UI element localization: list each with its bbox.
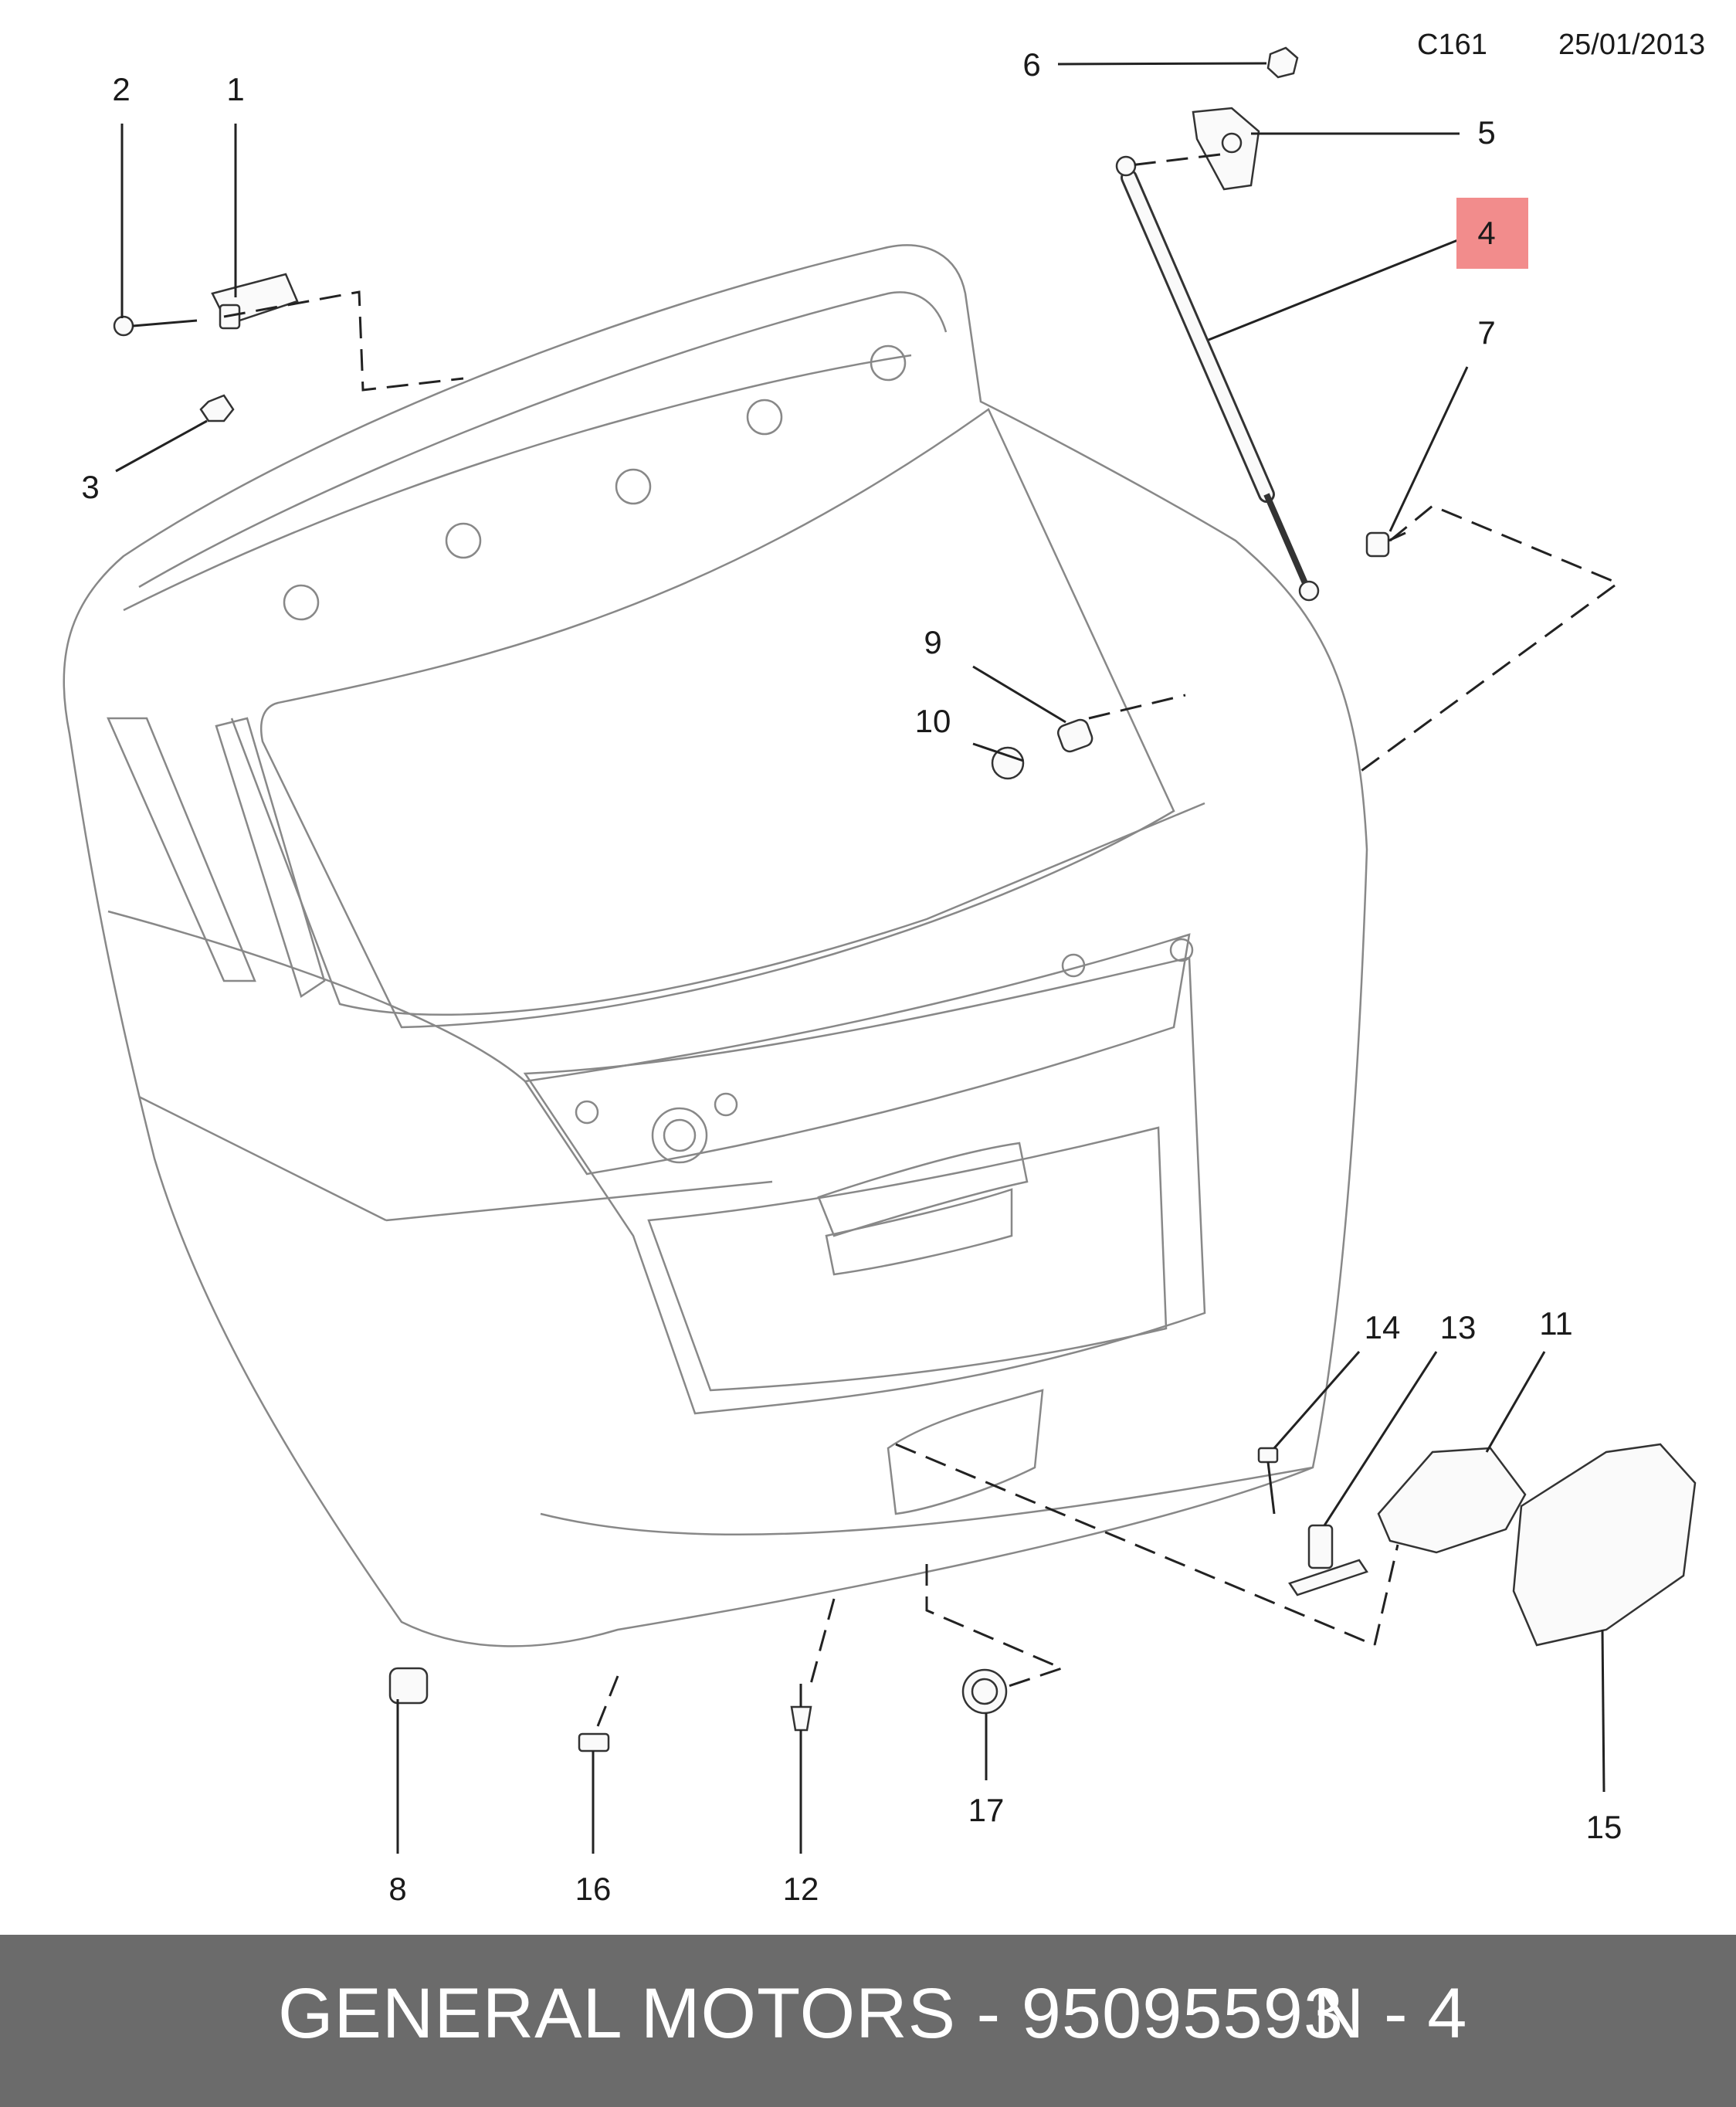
callout-16: 16 (575, 1871, 612, 1907)
callout-8: 8 (388, 1871, 406, 1907)
latch-bolt-part (1257, 1447, 1279, 1515)
callout-labels: 1 2 3 4 5 6 7 8 9 10 11 12 13 14 15 16 1… (81, 46, 1622, 1907)
callout-12: 12 (783, 1871, 819, 1907)
grommet-part (961, 1668, 1008, 1715)
callout-7: 7 (1477, 314, 1495, 351)
callout-5: 5 (1477, 114, 1495, 151)
latch-part (1377, 1447, 1527, 1554)
bolt-part (113, 315, 198, 337)
position-code: N - 4 (1313, 1974, 1467, 2053)
brand-part-number: GENERAL MOTORS - 95095593 (278, 1974, 1344, 2053)
footer-bar: GENERAL MOTORS - 95095593 N - 4 (0, 1935, 1736, 2107)
screw-part (790, 1684, 812, 1732)
callout-6: 6 (1022, 46, 1040, 83)
callout-4: 4 (1477, 215, 1495, 251)
strut-bracket-part (1192, 107, 1260, 191)
nozzle-cap-part (991, 746, 1025, 780)
clip-part (578, 1732, 610, 1752)
diagram-code: C161 (1417, 29, 1487, 61)
callout-17: 17 (968, 1792, 1005, 1828)
ball-stud-part (1365, 531, 1406, 558)
tailgate-exploded-diagram: C161 25/01/2013 (63, 29, 1705, 1907)
striker-part (1288, 1524, 1368, 1596)
gas-strut-part (1115, 155, 1320, 602)
bumper-stop-part (388, 1667, 429, 1705)
callout-15: 15 (1586, 1809, 1622, 1845)
callout-11: 11 (1539, 1305, 1573, 1342)
callout-9: 9 (924, 624, 941, 660)
leader-lines (115, 62, 1605, 1854)
bracket-bolt-part (1266, 46, 1299, 79)
callout-3: 3 (81, 469, 99, 505)
callout-14: 14 (1365, 1309, 1401, 1345)
tailgate-panel (63, 244, 1368, 1647)
highlight-box (1456, 198, 1528, 269)
assembly-dashed-lines (223, 153, 1621, 1735)
callout-13: 13 (1440, 1309, 1477, 1345)
callout-1: 1 (226, 71, 244, 107)
hinge-part (211, 273, 299, 330)
nut-part (199, 394, 235, 422)
latch-cover-part (1512, 1443, 1697, 1647)
callout-2: 2 (112, 71, 130, 107)
callout-10: 10 (915, 703, 951, 739)
washer-nozzle-part (1056, 718, 1093, 753)
diagram-date: 25/01/2013 (1558, 29, 1705, 61)
